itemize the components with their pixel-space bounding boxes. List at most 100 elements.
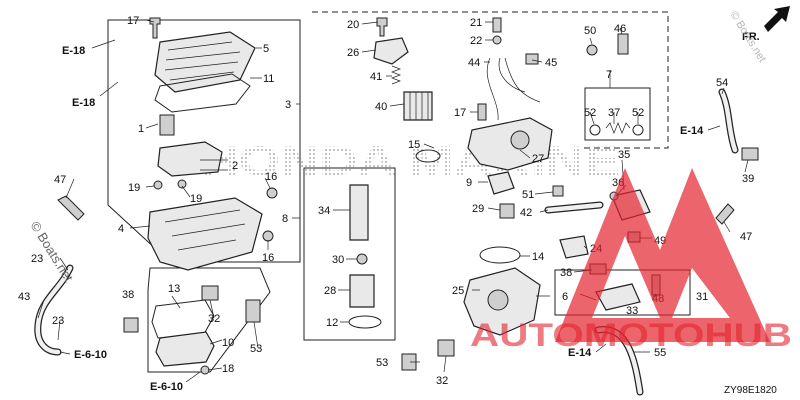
part-bracket-24	[559, 235, 589, 259]
callout-37: 37	[608, 107, 620, 119]
frame-gasket-tray	[147, 267, 271, 373]
callout-3: 3	[285, 99, 291, 111]
callout-38b: 38	[560, 267, 572, 279]
callout-51: 51	[522, 189, 534, 201]
part-grommet-32a	[201, 285, 219, 301]
callout-43: 43	[18, 291, 30, 303]
callout-4: 4	[118, 223, 124, 235]
copyright-watermark-left: © Boats.net	[27, 219, 76, 285]
callout-47b: 47	[740, 231, 752, 243]
ref-e18-a: E-18	[62, 45, 85, 57]
callout-52b: 52	[632, 107, 644, 119]
callout-46: 46	[614, 23, 626, 35]
callout-44: 44	[468, 57, 480, 69]
part-regulator-27	[467, 117, 553, 171]
callout-40: 40	[375, 101, 387, 113]
ref-e14-a: E-14	[680, 125, 704, 137]
frame-main-assembly	[107, 19, 301, 263]
callout-32a: 32	[208, 313, 220, 325]
part-oring-52b	[632, 124, 644, 136]
callout-23b: 23	[52, 315, 64, 327]
callout-17b: 17	[454, 107, 466, 119]
part-oring-52a	[589, 124, 601, 136]
callout-9: 9	[466, 177, 472, 189]
callout-39: 39	[742, 173, 754, 185]
callout-5: 5	[263, 43, 269, 55]
part-strainer-28	[349, 274, 375, 308]
callout-21: 21	[470, 17, 482, 29]
part-plug-53a	[245, 299, 261, 323]
callout-34: 34	[318, 205, 330, 217]
part-plug-53b	[401, 353, 417, 371]
part-spring-37	[605, 122, 631, 134]
callout-50: 50	[584, 25, 596, 37]
part-plate-33	[595, 283, 641, 311]
part-bolt-47a	[57, 195, 85, 221]
diagram-code: ZY98E1820	[724, 385, 777, 396]
part-harness-44	[486, 57, 541, 121]
part-bolt-46	[617, 33, 629, 55]
callout-16b: 16	[262, 252, 274, 264]
part-washer-50	[586, 44, 598, 56]
part-plate-26	[373, 37, 409, 65]
part-bracket-9	[487, 171, 515, 195]
part-clamp-39	[741, 147, 759, 161]
part-gasket-11	[154, 73, 251, 113]
callout-18: 18	[222, 363, 234, 375]
callout-25: 25	[452, 285, 464, 297]
ref-e14-b: E-14	[568, 347, 592, 359]
part-bolt-17b	[477, 103, 487, 121]
direction-indicator: FR.	[742, 6, 790, 43]
callout-33: 33	[626, 305, 638, 317]
callout-1: 1	[138, 123, 144, 135]
callout-29: 29	[472, 203, 484, 215]
part-clip-38a	[123, 317, 139, 333]
callout-35: 35	[618, 149, 630, 161]
callout-45: 45	[545, 57, 557, 69]
callout-11: 11	[263, 73, 274, 85]
part-clip-30	[356, 253, 368, 265]
direction-arrow-icon	[764, 6, 790, 32]
frame-pump-housing	[303, 167, 396, 341]
callout-22: 22	[470, 35, 482, 47]
part-bolt-17	[149, 17, 161, 39]
part-fitting-29	[499, 203, 515, 219]
callout-15: 15	[408, 139, 420, 151]
callout-38a: 38	[122, 289, 134, 301]
part-oring-15	[415, 149, 441, 163]
callout-19a: 19	[128, 182, 140, 194]
part-bolt-47b	[715, 203, 735, 225]
callout-41: 41	[370, 71, 382, 83]
frame-filter-assembly	[312, 11, 669, 149]
part-washer-22	[492, 35, 502, 45]
part-oring-12	[348, 315, 382, 329]
callout-20: 20	[347, 19, 359, 31]
direction-label: FR.	[742, 31, 760, 43]
part-filter-40	[403, 91, 433, 121]
callout-19b: 19	[190, 193, 202, 205]
callout-17a: 17	[127, 15, 139, 27]
callout-28: 28	[324, 285, 336, 297]
part-pump-34	[349, 184, 369, 241]
callout-47a: 47	[54, 174, 66, 186]
callout-32b: 32	[436, 375, 448, 387]
part-bolt-21	[492, 17, 502, 33]
part-washer-16b	[262, 230, 274, 242]
callout-13: 13	[168, 283, 180, 295]
part-washer-16a	[266, 187, 278, 199]
callout-52a: 52	[584, 107, 596, 119]
part-cover-5	[154, 31, 256, 93]
callout-27: 27	[532, 153, 544, 165]
part-bracket-1	[159, 114, 175, 136]
callout-31: 31	[696, 291, 708, 303]
callout-14: 14	[532, 251, 544, 263]
logo: AUTOMOTOHUB	[470, 168, 792, 353]
part-clip-45	[525, 53, 539, 65]
part-screw-20	[376, 17, 388, 37]
part-body-4	[147, 197, 263, 271]
ref-e610-b: E-6-10	[150, 381, 183, 393]
callout-23a: 23	[31, 253, 43, 265]
part-screw-19b	[177, 179, 187, 189]
part-clip-51	[552, 185, 564, 197]
